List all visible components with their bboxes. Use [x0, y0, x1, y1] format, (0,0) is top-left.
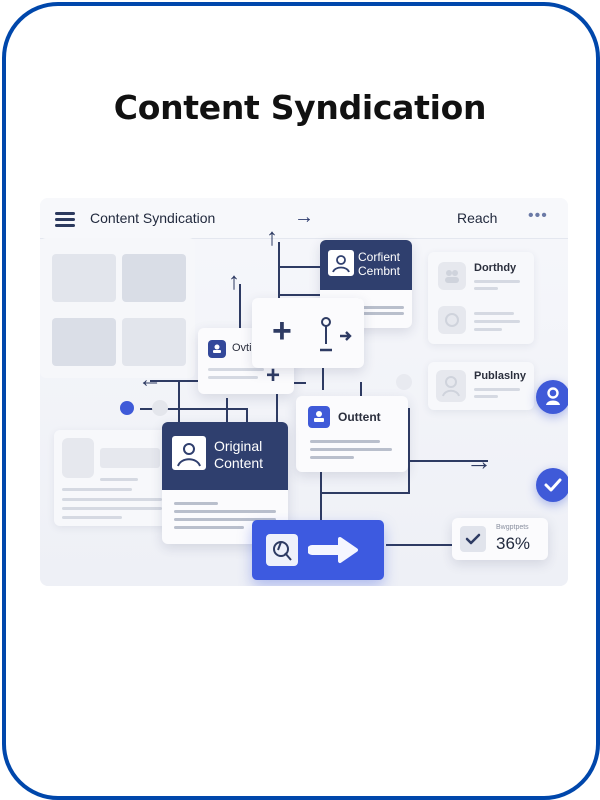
- text-placeholder: [474, 312, 514, 315]
- check-icon: [460, 526, 486, 552]
- text-placeholder: [310, 456, 354, 459]
- text-placeholder: [474, 328, 502, 331]
- check-circle-button[interactable]: [536, 468, 568, 502]
- text-placeholder: [62, 488, 132, 491]
- text-placeholder: [62, 498, 162, 501]
- connector-line: [278, 294, 320, 296]
- title-placeholder: [100, 448, 160, 468]
- arrow-right-icon: →: [466, 446, 492, 476]
- text-placeholder: [474, 395, 498, 398]
- add-connect-tool-card[interactable]: +: [252, 298, 364, 368]
- text-placeholder: [174, 518, 276, 521]
- original-title-line2: Content: [214, 455, 264, 471]
- node-dot: [396, 374, 412, 390]
- user-avatar-icon: [328, 250, 354, 276]
- arrow-up-icon: ↑: [228, 268, 240, 295]
- connector-line: [239, 284, 241, 334]
- connector-line: [276, 368, 278, 438]
- profile-icon: [308, 406, 330, 428]
- outtent-card[interactable]: Outtent: [296, 396, 408, 472]
- arrow-up-icon: ↑: [266, 224, 278, 251]
- distribution-card[interactable]: Dorthdy: [428, 252, 534, 344]
- connector-line: [408, 408, 410, 494]
- text-placeholder: [208, 368, 264, 371]
- reach-label: Reach: [457, 210, 498, 226]
- text-placeholder: [100, 478, 138, 481]
- node-dot-active: [120, 401, 134, 415]
- syndication-illustration: Content Syndication → Reach ••• ↑ ↑ ← →: [40, 198, 568, 586]
- syndicate-forward-button[interactable]: [252, 520, 384, 580]
- connector-line: [278, 266, 320, 268]
- text-placeholder: [174, 526, 244, 529]
- thumbnail-tile: [52, 318, 116, 366]
- person-icon: [436, 370, 466, 402]
- text-placeholder: [62, 507, 162, 510]
- add-icon[interactable]: +: [272, 312, 292, 350]
- analytics-icon: [266, 534, 298, 566]
- publishing-label: Publaslny: [474, 370, 526, 382]
- text-placeholder: [174, 510, 276, 513]
- connector-line: [320, 492, 410, 494]
- header-title: Content Syndication: [90, 210, 216, 226]
- connector-line: [408, 460, 488, 462]
- plus-icon[interactable]: +: [266, 362, 281, 389]
- connector-line: [150, 380, 210, 382]
- pin-connect-icon[interactable]: [316, 316, 356, 356]
- node-dot: [152, 400, 168, 416]
- connector-line: [322, 350, 324, 390]
- profile-icon: [208, 340, 226, 358]
- link-icon: [438, 306, 466, 334]
- stat-caption: Bwgptpets: [496, 524, 529, 531]
- card-title-line1: Corfient: [358, 250, 401, 264]
- page-title: Content Syndication: [113, 88, 487, 127]
- connector-line: [140, 408, 248, 410]
- arrow-right-icon: →: [294, 206, 314, 228]
- connector-line: [320, 436, 322, 526]
- hamburger-icon[interactable]: [55, 212, 75, 227]
- outtent-label: Outtent: [338, 410, 381, 424]
- thumbnail-tile: [122, 318, 186, 366]
- text-placeholder: [360, 312, 404, 315]
- stat-card: Bwgptpets 36%: [452, 518, 548, 560]
- group-icon: [438, 262, 466, 290]
- text-placeholder: [310, 440, 380, 443]
- arrow-left-icon: ←: [138, 366, 162, 393]
- text-placeholder: [360, 306, 404, 309]
- connector-line: [386, 544, 454, 546]
- distribution-label: Dorthdy: [474, 262, 517, 274]
- illustration-header: Content Syndication → Reach •••: [40, 198, 568, 239]
- text-placeholder: [474, 320, 520, 323]
- original-title-line1: Original: [214, 438, 263, 454]
- text-placeholder: [174, 502, 218, 505]
- text-placeholder: [310, 448, 392, 451]
- article-preview-card[interactable]: [54, 430, 174, 526]
- thumbnail-grid: [40, 238, 195, 378]
- text-placeholder: [62, 516, 122, 519]
- user-circle-button[interactable]: [536, 380, 568, 414]
- card-title-line2: Cembnt: [358, 264, 401, 278]
- publishing-card[interactable]: Publaslny: [428, 362, 534, 410]
- text-placeholder: [208, 376, 258, 379]
- more-options-icon[interactable]: •••: [528, 207, 548, 224]
- thumbnail-tile: [122, 254, 186, 302]
- user-avatar-icon: [172, 436, 206, 470]
- text-placeholder: [474, 280, 520, 283]
- stat-value: 36%: [496, 534, 531, 553]
- image-icon: [62, 438, 94, 478]
- connector-line: [226, 398, 228, 438]
- arrow-right-icon: [308, 537, 358, 563]
- text-placeholder: [474, 388, 520, 391]
- text-placeholder: [474, 287, 498, 290]
- thumbnail-tile: [52, 254, 116, 302]
